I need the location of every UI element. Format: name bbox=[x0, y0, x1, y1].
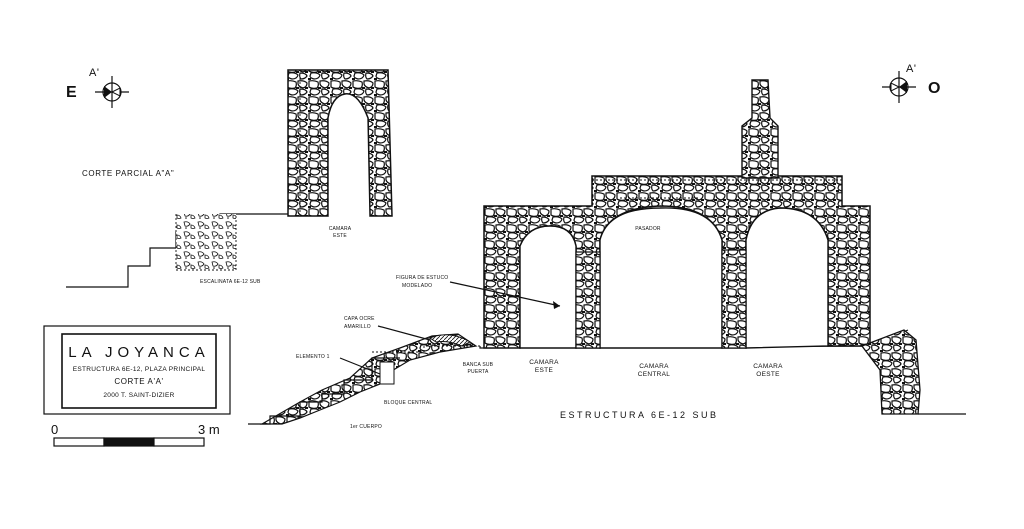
label-camara-este-top-1: CAMARA bbox=[329, 226, 352, 232]
leader-capa bbox=[377, 325, 431, 341]
compass-right-mark: A' bbox=[906, 63, 917, 75]
void-camara-este bbox=[519, 225, 577, 349]
compass-right-letter: O bbox=[928, 80, 940, 97]
west-steps bbox=[860, 329, 966, 415]
compass-right bbox=[882, 71, 916, 103]
scale-end: 3 m bbox=[198, 422, 220, 437]
leader-figura bbox=[449, 281, 561, 307]
camara-este-vault bbox=[287, 69, 393, 217]
label-capa-ocre-2: AMARILLO bbox=[344, 324, 371, 330]
label-escalinata: ESCALINATA 6E-12 SUB bbox=[200, 279, 261, 285]
label-bloque-central: BLOQUE CENTRAL bbox=[384, 400, 432, 406]
title-box-line3: 2000 T. SAINT-DIZIER bbox=[103, 392, 174, 399]
label-banca-1: BANCA SUB bbox=[463, 362, 494, 368]
label-elemento: ELEMENTO 1 bbox=[296, 354, 330, 360]
void-camara-oeste bbox=[745, 207, 829, 349]
label-camara-oeste-1: CAMARA bbox=[753, 363, 783, 370]
scale-segment-1 bbox=[53, 437, 105, 447]
title-box bbox=[43, 325, 231, 415]
compass-left bbox=[95, 76, 129, 108]
label-camara-central-2: CENTRAL bbox=[638, 371, 671, 378]
title-box-title: LA JOYANCA bbox=[68, 344, 209, 361]
label-figura-estuco-1: FIGURA DE ESTUCO bbox=[396, 275, 448, 281]
scale-segment-3 bbox=[153, 437, 205, 447]
label-camara-este-top-2: ESTE bbox=[333, 233, 347, 239]
label-corte-parcial: CORTE PARCIAL A"A" bbox=[82, 169, 174, 178]
label-pasador: PASADOR bbox=[635, 226, 661, 232]
scale-start: 0 bbox=[51, 422, 58, 437]
scale-bar bbox=[53, 437, 205, 447]
label-camara-este-1: CAMARA bbox=[529, 359, 559, 366]
leader-elemento bbox=[339, 357, 381, 375]
label-figura-estuco-2: MODELADO bbox=[402, 283, 432, 289]
scale-segment-2 bbox=[103, 437, 155, 447]
label-nivel-cuerpo: 1er CUERPO bbox=[350, 424, 382, 430]
main-structure bbox=[483, 79, 871, 349]
partial-section-steps bbox=[66, 213, 290, 288]
title-box-line1: ESTRUCTURA 6E-12, PLAZA PRINCIPAL bbox=[73, 366, 206, 373]
label-camara-oeste-2: OESTE bbox=[756, 371, 780, 378]
label-camara-central-1: CAMARA bbox=[639, 363, 669, 370]
compass-left-letter: E bbox=[66, 84, 77, 101]
roof-comb bbox=[741, 79, 779, 179]
title-box-line2: CORTE A'A' bbox=[114, 377, 163, 386]
compass-left-mark: A' bbox=[89, 67, 100, 79]
label-banca-2: PUERTA bbox=[467, 369, 488, 375]
label-camara-este-2: ESTE bbox=[535, 367, 554, 374]
label-estructura-main: ESTRUCTURA 6E-12 SUB bbox=[560, 410, 719, 420]
label-capa-ocre-1: CAPA OCRE bbox=[344, 316, 375, 322]
void-camara-central bbox=[599, 207, 723, 349]
